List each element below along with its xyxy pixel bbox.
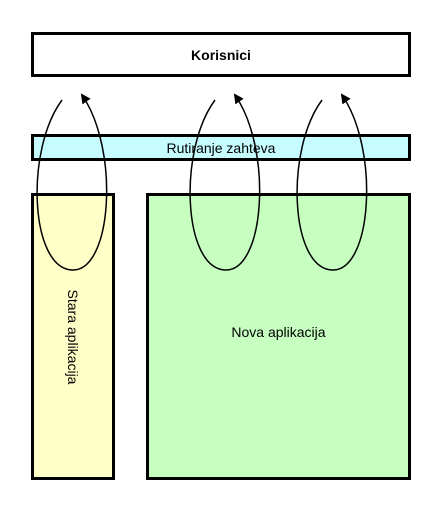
new-application-box: Nova aplikacija	[146, 193, 411, 480]
flow-arrow-new-app-1	[189, 93, 261, 271]
flow-arrow-new-app-2	[296, 93, 368, 271]
request-routing-box: Rutiranje zahteva	[31, 134, 411, 161]
users-box: Korisnici	[31, 32, 411, 77]
old-application-box: Stara aplikacija	[31, 193, 115, 480]
users-label: Korisnici	[191, 46, 251, 63]
flow-arrow-old-app	[36, 93, 108, 271]
new-application-label: Nova aplikacija	[231, 323, 326, 340]
